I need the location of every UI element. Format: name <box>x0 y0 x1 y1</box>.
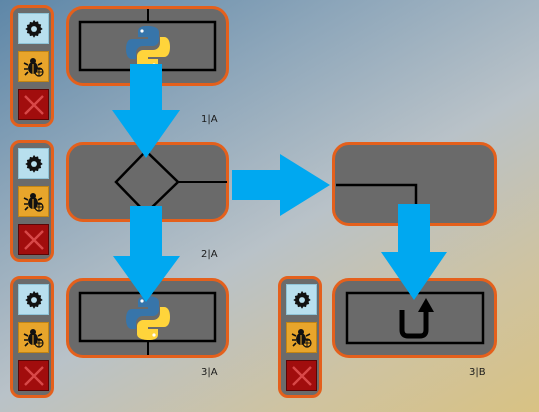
debug-button[interactable] <box>18 186 49 217</box>
bug-icon <box>23 328 44 348</box>
toolbar-node-1 <box>10 5 54 127</box>
gear-icon <box>24 290 43 309</box>
close-icon <box>23 94 44 115</box>
close-icon <box>23 365 44 386</box>
arrow-down-2 <box>113 206 180 302</box>
return-arrow-icon <box>399 298 434 339</box>
bug-icon <box>291 328 312 348</box>
close-icon <box>291 365 312 386</box>
debug-button[interactable] <box>18 51 49 82</box>
node-label-2: 2|A <box>201 249 218 260</box>
gear-icon <box>24 19 43 38</box>
delete-button[interactable] <box>18 224 49 255</box>
arrow-down-3 <box>381 204 447 300</box>
toolbar-node-2 <box>10 140 54 262</box>
arrow-down-1 <box>112 64 180 158</box>
node-label-5: 3|B <box>469 367 486 378</box>
python-logo-icon <box>126 296 170 340</box>
settings-button[interactable] <box>18 13 49 44</box>
branch-line-icon <box>336 183 418 204</box>
node-return[interactable] <box>332 278 497 358</box>
settings-button[interactable] <box>18 284 49 315</box>
close-icon <box>23 229 44 250</box>
delete-button[interactable] <box>286 360 317 391</box>
toolbar-node-3 <box>10 276 54 398</box>
debug-button[interactable] <box>286 322 317 353</box>
gear-icon <box>24 154 43 173</box>
bug-icon <box>23 57 44 77</box>
bug-icon <box>23 192 44 212</box>
delete-button[interactable] <box>18 360 49 391</box>
arrow-right-1 <box>232 154 330 216</box>
toolbar-node-5 <box>278 276 322 398</box>
node-label-3: 3|A <box>201 367 218 378</box>
node-label-1: 1|A <box>201 114 218 125</box>
settings-button[interactable] <box>286 284 317 315</box>
delete-button[interactable] <box>18 89 49 120</box>
gear-icon <box>292 290 311 309</box>
settings-button[interactable] <box>18 148 49 179</box>
debug-button[interactable] <box>18 322 49 353</box>
